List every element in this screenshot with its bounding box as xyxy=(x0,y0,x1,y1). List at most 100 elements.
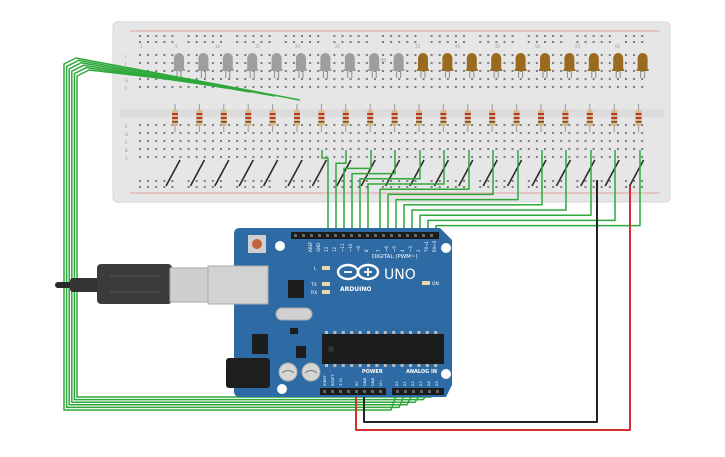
led[interactable] xyxy=(418,53,428,70)
green-wire-digital[interactable] xyxy=(411,150,567,236)
green-wire-digital[interactable] xyxy=(351,150,396,236)
black-jumper[interactable] xyxy=(238,159,254,187)
led[interactable] xyxy=(491,53,502,70)
led[interactable] xyxy=(393,53,404,70)
header-pin[interactable] xyxy=(294,234,297,237)
led[interactable] xyxy=(344,53,355,70)
led[interactable] xyxy=(588,53,599,70)
reset-button[interactable] xyxy=(252,239,262,249)
black-jumper[interactable] xyxy=(189,159,206,187)
green-wires-left[interactable] xyxy=(63,57,438,411)
black-jumper[interactable] xyxy=(531,159,547,187)
header-pin[interactable] xyxy=(358,234,361,237)
header-pin[interactable] xyxy=(371,390,374,393)
black-jumper[interactable] xyxy=(604,159,620,187)
black-jumper[interactable] xyxy=(287,159,303,187)
led[interactable] xyxy=(222,53,233,70)
header-pin[interactable] xyxy=(334,234,337,237)
led[interactable] xyxy=(296,53,306,70)
resistors[interactable] xyxy=(172,104,642,132)
led[interactable] xyxy=(613,53,624,70)
green-wire-digital[interactable] xyxy=(403,150,543,236)
header-pin[interactable] xyxy=(382,234,385,237)
black-jumper[interactable] xyxy=(262,159,279,187)
black-jumper[interactable] xyxy=(580,159,596,187)
power-jack[interactable] xyxy=(226,358,270,388)
green-wire-analog[interactable] xyxy=(71,64,422,403)
header-pin[interactable] xyxy=(374,234,377,237)
green-wire-digital[interactable] xyxy=(343,150,372,236)
header-pin[interactable] xyxy=(406,234,409,237)
green-wire-digital[interactable] xyxy=(367,150,445,236)
black-jumper[interactable] xyxy=(458,159,474,187)
black-jumper[interactable] xyxy=(311,159,328,187)
green-wire-digital[interactable] xyxy=(321,150,329,236)
led[interactable] xyxy=(466,53,477,70)
black-wire-gnd[interactable] xyxy=(363,180,598,423)
header-pin[interactable] xyxy=(366,234,369,237)
red-wire-5v[interactable] xyxy=(355,186,631,431)
header-pin[interactable] xyxy=(428,390,431,393)
green-wire-digital[interactable] xyxy=(335,150,347,236)
green-wire-analog[interactable] xyxy=(73,66,430,401)
black-jumper[interactable] xyxy=(214,159,230,187)
header-pin[interactable] xyxy=(422,234,425,237)
black-jumper[interactable] xyxy=(506,159,523,187)
header-pin[interactable] xyxy=(355,390,358,393)
power-header[interactable] xyxy=(320,388,386,395)
header-pin[interactable] xyxy=(339,390,342,393)
led[interactable] xyxy=(540,53,550,70)
header-pin[interactable] xyxy=(302,234,305,237)
header-pin[interactable] xyxy=(350,234,353,237)
analog-header[interactable] xyxy=(392,388,444,395)
led[interactable] xyxy=(174,53,184,70)
green-wire-digital[interactable] xyxy=(379,150,470,236)
led[interactable] xyxy=(271,53,282,70)
header-pin[interactable] xyxy=(310,234,313,237)
header-pin[interactable] xyxy=(363,390,366,393)
black-jumper[interactable] xyxy=(555,159,572,187)
header-pin[interactable] xyxy=(342,234,345,237)
usb-port[interactable] xyxy=(207,265,269,305)
led[interactable] xyxy=(564,53,575,70)
header-pin[interactable] xyxy=(396,390,399,393)
header-pin[interactable] xyxy=(379,390,382,393)
green-wire-digital[interactable] xyxy=(395,150,519,236)
leds[interactable] xyxy=(173,52,649,78)
usb-cable[interactable] xyxy=(55,264,211,304)
green-wire-digital[interactable] xyxy=(419,150,592,236)
black-jumper[interactable] xyxy=(165,159,181,187)
header-pin[interactable] xyxy=(414,234,417,237)
led[interactable] xyxy=(198,53,209,70)
led[interactable] xyxy=(320,53,331,70)
header-pin[interactable] xyxy=(323,390,326,393)
header-pin[interactable] xyxy=(412,390,415,393)
green-wire-digital[interactable] xyxy=(359,150,421,236)
led[interactable] xyxy=(369,53,380,70)
led[interactable] xyxy=(247,52,258,70)
green-wires-digital[interactable] xyxy=(321,150,641,236)
breadboard-jumpers[interactable] xyxy=(165,159,645,187)
header-pin[interactable] xyxy=(420,390,423,393)
black-jumper[interactable] xyxy=(433,159,450,187)
led[interactable] xyxy=(442,53,453,70)
black-jumper[interactable] xyxy=(409,159,425,187)
header-pin[interactable] xyxy=(390,234,393,237)
black-jumper[interactable] xyxy=(482,159,498,187)
header-pin[interactable] xyxy=(331,390,334,393)
black-jumper[interactable] xyxy=(628,159,645,187)
header-pin[interactable] xyxy=(430,234,433,237)
arduino-uno-board[interactable]: L TX RX ON ARDUINO UNO DIGITAL (PWM~) PO… xyxy=(207,228,452,397)
header-pin[interactable] xyxy=(404,390,407,393)
led[interactable] xyxy=(515,53,526,70)
header-pin[interactable] xyxy=(326,234,329,237)
header-pin[interactable] xyxy=(436,390,439,393)
green-wire-digital[interactable] xyxy=(387,150,494,236)
digital-header[interactable] xyxy=(291,232,439,239)
header-pin[interactable] xyxy=(318,234,321,237)
header-pin[interactable] xyxy=(398,234,401,237)
wires[interactable] xyxy=(63,57,641,431)
header-pin[interactable] xyxy=(347,390,350,393)
header-pins[interactable] xyxy=(294,234,439,393)
led[interactable] xyxy=(637,53,648,70)
